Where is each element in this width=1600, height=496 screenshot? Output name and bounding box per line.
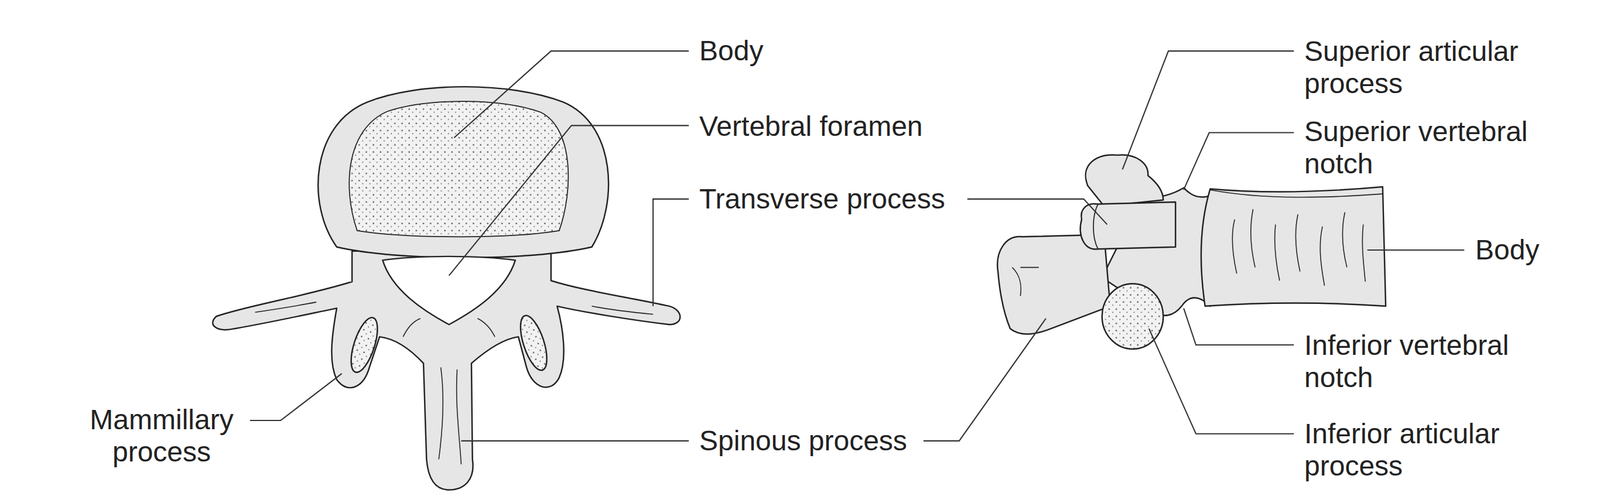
superior-view <box>212 86 680 490</box>
posterior-arch <box>212 251 680 491</box>
leader-line <box>967 199 1108 225</box>
vertebral-foramen <box>382 256 516 325</box>
part-label: Superior articular process <box>1303 35 1558 100</box>
part-label: Transverse process <box>698 182 947 215</box>
part-label: Vertebral foramen <box>698 110 925 143</box>
leader-line <box>250 373 343 421</box>
leader-lines <box>250 50 1465 441</box>
body-texture <box>1209 189 1383 286</box>
superior-articular-process <box>1085 154 1164 207</box>
leader-line <box>1122 50 1295 170</box>
part-label: Body <box>698 34 765 67</box>
vertebral-body <box>318 86 609 258</box>
superior-articular-facet <box>515 312 553 374</box>
part-label: Mammillary process <box>72 403 251 468</box>
spinous-texture <box>1012 267 1039 297</box>
vertebral-body <box>1201 186 1386 307</box>
superior-articular-facet <box>345 314 383 376</box>
part-label: Inferior vertebral notch <box>1303 329 1558 394</box>
leader-line <box>1183 132 1294 191</box>
transverse-process <box>1080 202 1176 249</box>
leader-line <box>923 318 1046 441</box>
leader-line <box>1367 249 1465 251</box>
leader-line <box>461 440 690 442</box>
leader-line <box>1183 308 1294 345</box>
part-label: Superior vertebral notch <box>1303 115 1558 180</box>
leader-line <box>1149 328 1294 434</box>
part-label: Spinous process <box>698 424 909 457</box>
lateral-view <box>997 154 1386 350</box>
part-label: Inferior articular process <box>1303 417 1558 482</box>
bone-texture <box>255 302 654 465</box>
part-label: Body <box>1474 233 1541 266</box>
leader-line <box>453 50 689 138</box>
leader-line <box>653 199 689 307</box>
